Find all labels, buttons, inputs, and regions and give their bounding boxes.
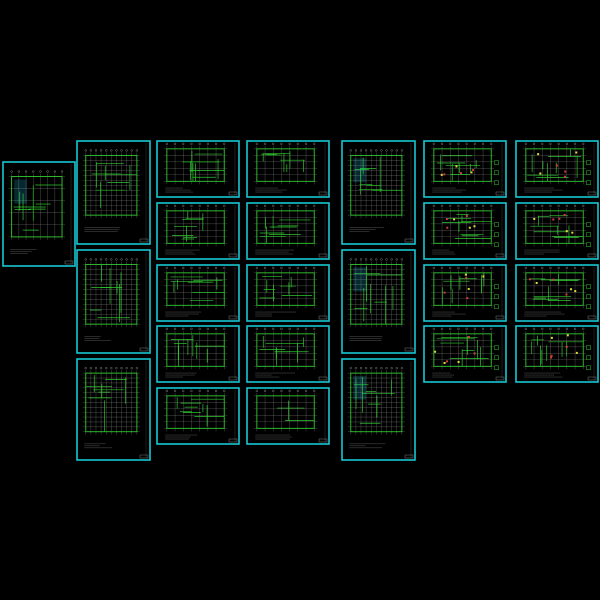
- drawing-sheet[interactable]: [246, 387, 330, 445]
- sheet-border: [76, 358, 151, 461]
- sheet-border: [515, 140, 599, 198]
- drawing-sheet[interactable]: [246, 325, 330, 383]
- sheet-border: [156, 387, 240, 445]
- drawing-sheet[interactable]: [246, 264, 330, 322]
- drawing-sheet[interactable]: [156, 202, 240, 260]
- drawing-sheet[interactable]: [515, 140, 599, 198]
- drawing-sheet[interactable]: [423, 202, 507, 260]
- sheet-border: [246, 325, 330, 383]
- sheet-border: [76, 140, 151, 245]
- sheet-border: [341, 249, 416, 354]
- drawing-sheet[interactable]: [2, 161, 76, 267]
- drawing-sheet[interactable]: [423, 140, 507, 198]
- sheet-border: [341, 140, 416, 245]
- sheet-border: [2, 161, 76, 267]
- drawing-sheet[interactable]: [156, 387, 240, 445]
- sheet-border: [246, 387, 330, 445]
- drawing-sheet[interactable]: [156, 140, 240, 198]
- drawing-sheet[interactable]: [341, 140, 416, 245]
- drawing-sheet[interactable]: [423, 264, 507, 322]
- drawing-sheet[interactable]: [246, 202, 330, 260]
- sheet-border: [246, 264, 330, 322]
- drawing-sheet[interactable]: [156, 325, 240, 383]
- drawing-sheet[interactable]: [76, 140, 151, 245]
- drawing-sheet[interactable]: [76, 358, 151, 461]
- drawing-sheet[interactable]: [515, 325, 599, 383]
- sheet-border: [156, 264, 240, 322]
- sheet-border: [515, 325, 599, 383]
- drawing-sheet[interactable]: [76, 249, 151, 354]
- drawing-sheet[interactable]: [515, 202, 599, 260]
- drawing-sheet[interactable]: [156, 264, 240, 322]
- sheet-border: [423, 264, 507, 322]
- sheet-border: [156, 325, 240, 383]
- drawing-sheet[interactable]: [423, 325, 507, 383]
- sheet-border: [423, 140, 507, 198]
- sheet-border: [156, 202, 240, 260]
- sheet-border: [76, 249, 151, 354]
- drawing-sheet[interactable]: [515, 264, 599, 322]
- sheet-border: [341, 358, 416, 461]
- sheet-border: [423, 325, 507, 383]
- sheet-border: [246, 202, 330, 260]
- drawing-sheet[interactable]: [341, 249, 416, 354]
- drawing-sheet[interactable]: [246, 140, 330, 198]
- sheet-border: [246, 140, 330, 198]
- sheet-border: [423, 202, 507, 260]
- drawing-sheet[interactable]: [341, 358, 416, 461]
- sheet-border: [515, 264, 599, 322]
- sheet-border: [156, 140, 240, 198]
